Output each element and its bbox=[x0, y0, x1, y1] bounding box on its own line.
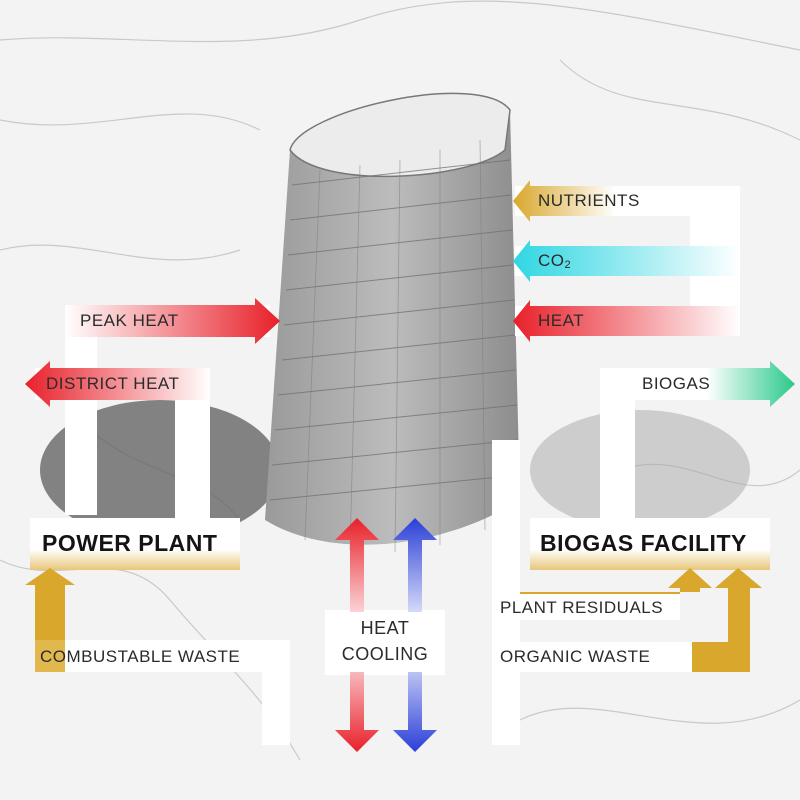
label-biogas: BIOGAS bbox=[642, 374, 711, 393]
label-biogas-facility: BIOGAS FACILITY bbox=[540, 530, 747, 556]
label-co2: CO2 bbox=[538, 251, 572, 271]
label-power-plant: POWER PLANT bbox=[42, 530, 218, 556]
label-organic-waste: ORGANIC WASTE bbox=[500, 647, 651, 666]
biogas-arrow bbox=[600, 361, 795, 407]
label-heat-in: HEAT bbox=[538, 311, 585, 330]
ground-shadow-right bbox=[530, 410, 750, 530]
nutrients-arrow bbox=[513, 180, 740, 222]
co2-arrow bbox=[513, 240, 740, 282]
label-plant-residuals: PLANT RESIDUALS bbox=[500, 598, 664, 617]
label-peak-heat: PEAK HEAT bbox=[80, 311, 179, 330]
power-plant-box bbox=[30, 518, 240, 570]
district-heat-arrow bbox=[25, 361, 210, 407]
label-center-cooling: COOLING bbox=[341, 644, 429, 664]
label-combustable-waste: COMBUSTABLE WASTE bbox=[40, 647, 241, 666]
heat-in-arrow bbox=[513, 300, 740, 342]
peak-heat-arrow bbox=[65, 298, 280, 344]
biogas-facility-box bbox=[530, 518, 770, 570]
ground-shadow-left bbox=[40, 400, 280, 540]
tower-building bbox=[265, 92, 520, 553]
label-district-heat: DISTRICT HEAT bbox=[46, 374, 180, 393]
label-nutrients: NUTRIENTS bbox=[538, 191, 640, 210]
label-center-heat: HEAT bbox=[360, 618, 410, 638]
